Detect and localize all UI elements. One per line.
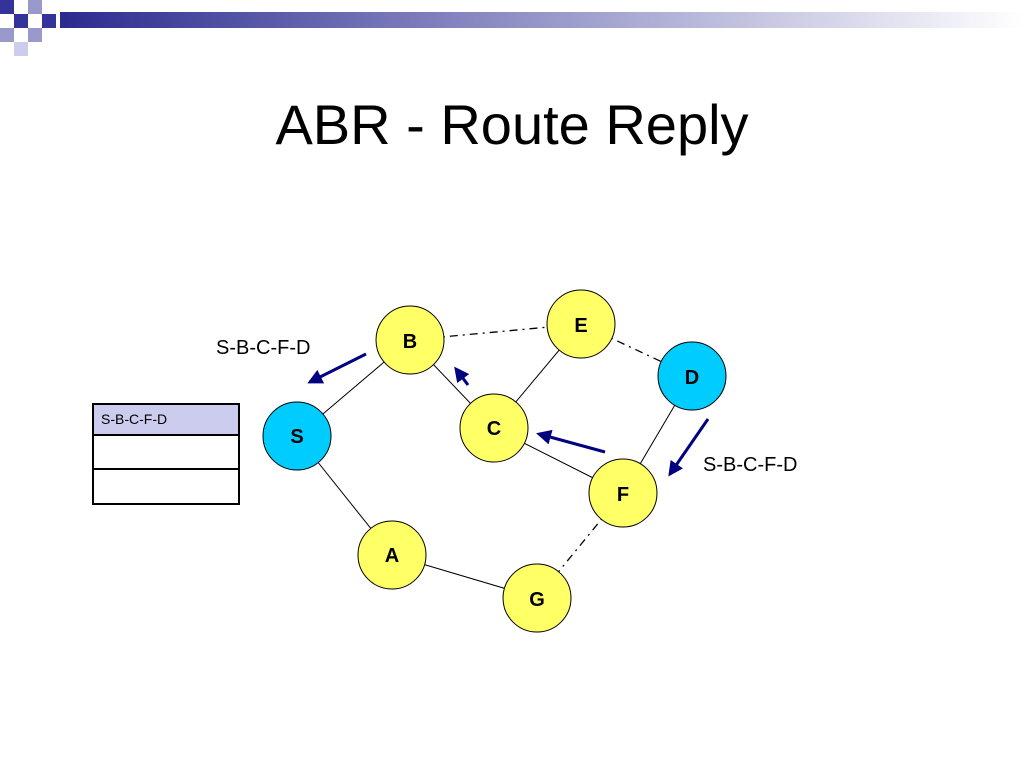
- node-a-label: A: [385, 545, 399, 567]
- nodes: S B E D C F A: [262, 289, 727, 633]
- node-f-circle: [588, 458, 658, 528]
- banner-square: [0, 0, 14, 14]
- banner-square: [14, 14, 28, 28]
- node-g: G: [502, 563, 572, 633]
- node-d-label: D: [685, 367, 699, 389]
- node-c-circle: [459, 393, 529, 463]
- header-banner: [0, 0, 1024, 56]
- banner-square: [28, 0, 42, 14]
- node-b: B: [375, 305, 445, 375]
- banner-square: [14, 42, 28, 56]
- arrow-d-to-f: [668, 418, 710, 477]
- node-e-label: E: [574, 315, 587, 337]
- arrow-c-to-b: [454, 366, 470, 386]
- node-b-label: B: [403, 331, 417, 353]
- node-f-label: F: [617, 484, 629, 506]
- route-table-row-1: S-B-C-F-D: [101, 411, 167, 427]
- banner-square: [14, 0, 28, 14]
- slide-title: ABR - Route Reply: [275, 93, 749, 156]
- banner-square: [42, 14, 56, 28]
- node-s-circle: [262, 401, 332, 471]
- dashed-links: [409, 323, 693, 599]
- arrow-f-to-c: [536, 429, 606, 454]
- node-s-label: S: [290, 426, 303, 448]
- node-c-label: C: [487, 418, 501, 440]
- banner-square: [0, 28, 14, 42]
- node-s: S: [262, 401, 332, 471]
- arrow-b-to-s: [307, 352, 367, 384]
- node-a-circle: [357, 520, 427, 590]
- node-g-circle: [502, 563, 572, 633]
- banner-square: [28, 28, 42, 42]
- node-d: D: [657, 341, 727, 411]
- node-f: F: [588, 458, 658, 528]
- node-g-label: G: [529, 589, 545, 611]
- node-d-circle: [657, 341, 727, 411]
- banner-bar: [60, 12, 1024, 28]
- node-c: C: [459, 393, 529, 463]
- route-table-header-fill: [94, 405, 238, 435]
- node-e-circle: [546, 289, 616, 359]
- banner-square: [28, 14, 42, 28]
- reply-arrows: [307, 352, 710, 477]
- route-label-near-b: S-B-C-F-D: [216, 337, 310, 359]
- route-label-near-d: S-B-C-F-D: [703, 454, 797, 476]
- node-a: A: [357, 520, 427, 590]
- route-table: S-B-C-F-D: [92, 403, 240, 505]
- node-b-circle: [375, 305, 445, 375]
- node-e: E: [546, 289, 616, 359]
